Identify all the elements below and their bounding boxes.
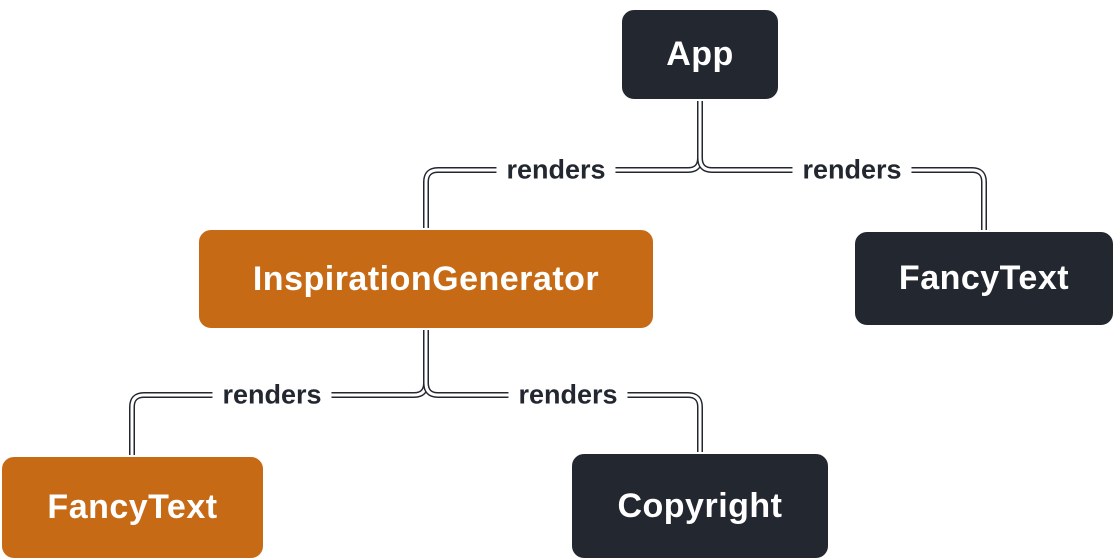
node-fancy-text-left-label: FancyText [47, 488, 218, 526]
node-fancy-text-right: FancyText [853, 230, 1115, 327]
node-inspiration-generator: InspirationGenerator [197, 228, 655, 330]
node-app: App [620, 8, 780, 101]
edge-label-renders: renders [496, 150, 616, 190]
node-copyright-label: Copyright [617, 486, 783, 525]
node-fancy-text-right-label: FancyText [898, 259, 1070, 297]
edge-label-renders: renders [792, 150, 912, 190]
node-fancy-text-left: FancyText [0, 455, 265, 560]
node-copyright: Copyright [570, 452, 830, 560]
node-inspiration-generator-label: InspirationGenerator [252, 259, 600, 298]
edge-label-renders: renders [508, 375, 628, 415]
edge-label-renders: renders [212, 375, 332, 415]
node-app-label: App [666, 35, 734, 73]
